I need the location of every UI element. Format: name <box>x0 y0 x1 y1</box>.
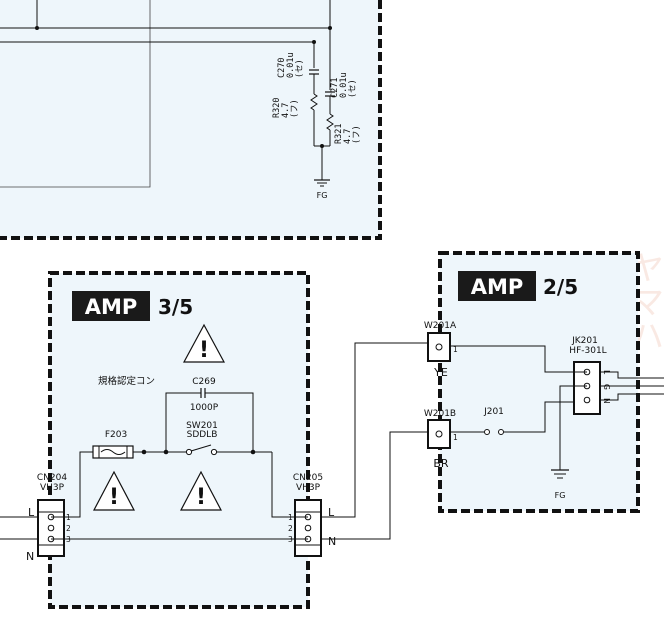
r320-label: R320 4.7 (フ) <box>272 98 300 118</box>
ground-symbol <box>551 469 569 479</box>
cn205-type: VH3P <box>296 483 321 493</box>
cn205-ref: CN205 <box>293 473 323 483</box>
fg-label: FG <box>555 491 566 500</box>
svg-text:(フ): (フ) <box>290 99 300 118</box>
wire-n-to-w201b <box>321 431 428 540</box>
cn205-n-label: N <box>328 535 336 548</box>
svg-text:C271: C271 <box>330 78 340 98</box>
line-l-label: L <box>28 506 35 519</box>
w201b-pin: 1 <box>453 433 458 442</box>
jk201-pin: G <box>602 384 611 390</box>
f203-label: F203 <box>105 430 127 440</box>
cn205-l-label: L <box>328 506 335 519</box>
w201b-ref: W201B <box>424 409 456 419</box>
svg-text:R320: R320 <box>272 98 282 118</box>
wire-l-to-w201a <box>321 342 428 518</box>
sw201-ref: SW201 <box>186 421 218 431</box>
svg-text:C270: C270 <box>277 58 287 78</box>
sw201-type: SDDLB <box>187 430 218 440</box>
amp-2-title: AMP <box>471 275 524 299</box>
jk201-type: HF-301L <box>569 346 606 356</box>
r321-label: R321 4.7 (フ) <box>334 124 362 144</box>
top-block: FG C270 0.01u (セ) C271 0.01u (セ) R320 4.… <box>0 0 382 240</box>
svg-text:4.7: 4.7 <box>281 103 291 118</box>
cn204-ref: CN204 <box>37 473 67 483</box>
cn204-type: VH3P <box>40 483 65 493</box>
svg-text:0.01u: 0.01u <box>286 52 296 78</box>
c270-label: C270 0.01u (セ) <box>277 52 305 78</box>
svg-text:!: ! <box>199 338 209 363</box>
w201a-pin: 1 <box>453 345 458 354</box>
svg-text:(フ): (フ) <box>352 125 362 144</box>
w201a-color: YE <box>433 366 448 379</box>
amp-3-5-block: AMP 3/5 ! ! ! 規格認定コン C269 1000P F203 SW2… <box>37 271 323 609</box>
fg-label: FG <box>317 191 328 200</box>
amp-2-sheet: 2/5 <box>543 275 578 299</box>
c271-label: C271 0.01u (セ) <box>330 72 358 98</box>
svg-text:!: ! <box>109 485 119 510</box>
w201a-ref: W201A <box>424 321 457 331</box>
amp-3-title: AMP <box>85 295 138 319</box>
cn204-pin: 2 <box>66 524 71 533</box>
warning-icon: ! <box>93 470 135 511</box>
svg-text:(セ): (セ) <box>295 59 305 78</box>
svg-text:R321: R321 <box>334 124 344 144</box>
c269-ref: C269 <box>192 377 216 387</box>
svg-text:(セ): (セ) <box>348 79 358 98</box>
j201-label: J201 <box>483 407 504 417</box>
c269-value: 1000P <box>190 403 219 413</box>
line-n-label: N <box>26 550 34 563</box>
jk201-ref: JK201 <box>571 336 598 346</box>
warning-icon: ! <box>180 470 222 511</box>
w201b-color: BR <box>433 457 449 470</box>
amp-3-sheet: 3/5 <box>158 295 193 319</box>
svg-text:0.01u: 0.01u <box>339 72 349 98</box>
warning-icon: ! <box>182 323 226 363</box>
svg-text:!: ! <box>196 485 206 510</box>
note-label: 規格認定コン <box>98 375 155 387</box>
svg-text:4.7: 4.7 <box>343 129 353 144</box>
amp-2-5-block: AMP 2/5 W201A 1 YE W201B 1 BR J201 JK201… <box>424 251 664 513</box>
jk201-pin: N <box>602 398 611 404</box>
cn205-pin: 2 <box>288 524 293 533</box>
fuse-symbol <box>92 445 134 459</box>
ground-symbol <box>314 179 330 187</box>
